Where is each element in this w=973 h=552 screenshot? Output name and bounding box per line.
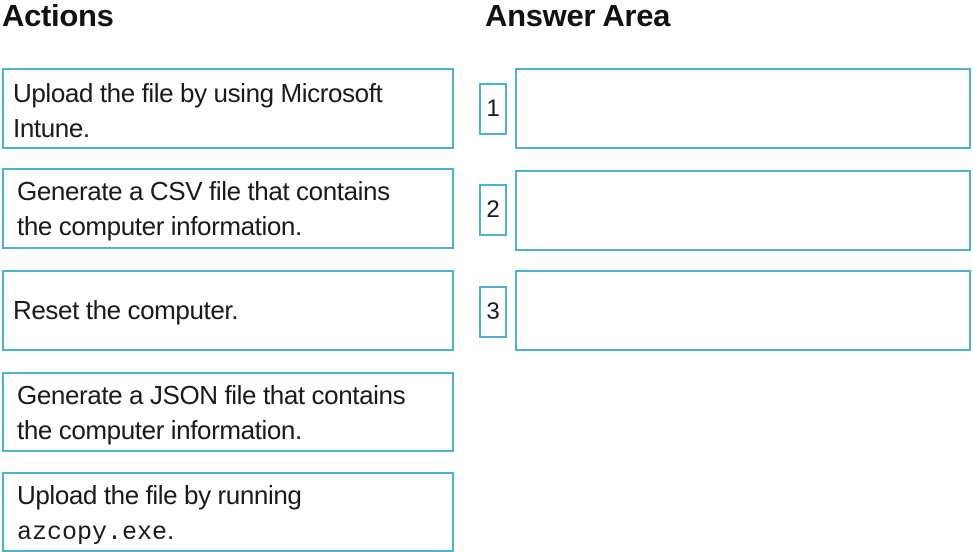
answer-slot-3[interactable] bbox=[515, 270, 971, 351]
action-label-line: Upload the file by running bbox=[17, 480, 302, 510]
action-item-label: Reset the computer. bbox=[13, 293, 444, 328]
action-label-line: Generate a JSON file that contains bbox=[17, 380, 406, 410]
step-number-2: 2 bbox=[479, 184, 507, 236]
action-item-upload-intune[interactable]: Upload the file by using Microsoft Intun… bbox=[2, 68, 454, 149]
answer-area-heading: Answer Area bbox=[485, 0, 671, 33]
action-label-line: the computer information. bbox=[17, 211, 302, 241]
answer-slot-1[interactable] bbox=[515, 68, 971, 149]
action-label-line: Generate a CSV file that contains bbox=[17, 176, 390, 206]
answer-slot-2[interactable] bbox=[515, 170, 971, 251]
action-label-suffix: . bbox=[167, 515, 174, 545]
action-label-line: azcopy.exe. bbox=[17, 513, 444, 550]
action-label-line: Upload the file by using Microsoft bbox=[13, 78, 383, 108]
action-item-reset-computer[interactable]: Reset the computer. bbox=[2, 270, 454, 351]
action-item-label: Generate a CSV file that contains the co… bbox=[17, 174, 444, 244]
action-item-generate-json[interactable]: Generate a JSON file that contains the c… bbox=[2, 372, 454, 452]
action-item-upload-azcopy[interactable]: Upload the file by running azcopy.exe. bbox=[2, 472, 454, 552]
actions-heading: Actions bbox=[2, 0, 114, 33]
action-item-label: Upload the file by using Microsoft Intun… bbox=[13, 76, 444, 146]
code-text: azcopy.exe bbox=[17, 518, 168, 547]
action-label-line: Reset the computer. bbox=[13, 295, 239, 325]
step-number-3: 3 bbox=[479, 286, 507, 338]
action-item-label: Upload the file by running azcopy.exe. bbox=[17, 478, 444, 550]
action-label-line: the computer information. bbox=[17, 415, 302, 445]
step-number-1: 1 bbox=[479, 83, 507, 135]
action-item-generate-csv[interactable]: Generate a CSV file that contains the co… bbox=[2, 168, 454, 249]
action-item-label: Generate a JSON file that contains the c… bbox=[17, 378, 444, 448]
action-label-line: Intune. bbox=[13, 113, 90, 143]
